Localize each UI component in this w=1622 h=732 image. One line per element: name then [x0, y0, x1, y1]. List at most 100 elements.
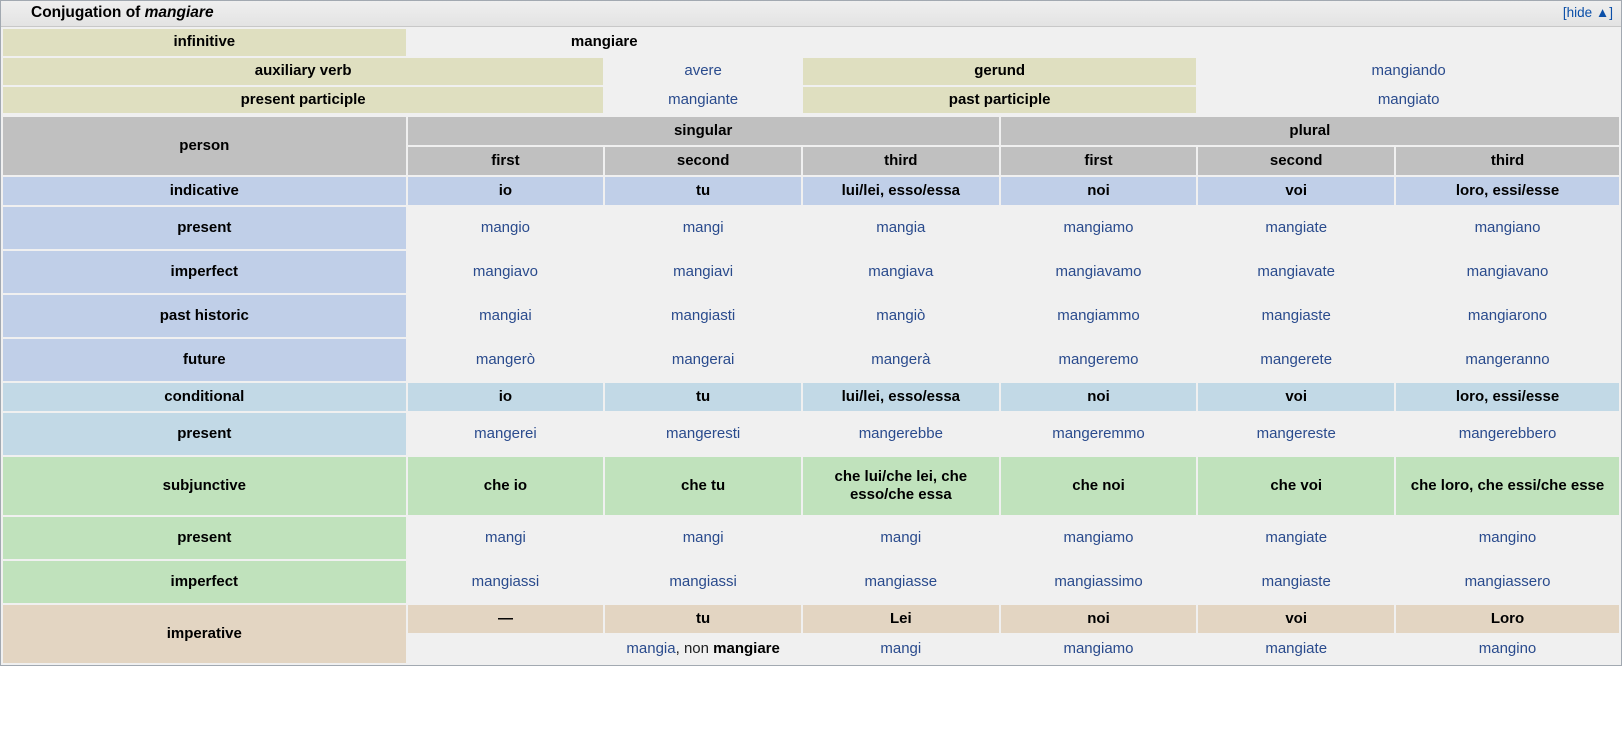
- conditional-pronoun-3: noi: [1000, 383, 1197, 412]
- form-indicative-imperfect-4[interactable]: mangiavate: [1198, 251, 1395, 294]
- person-col-third-singular: third: [802, 147, 999, 176]
- form-indicative-past-historic-0[interactable]: mangiai: [407, 295, 604, 338]
- infinitive-value: mangiare: [407, 29, 801, 56]
- form-indicative-present-3[interactable]: mangiamo: [1000, 207, 1197, 250]
- form-imperative-4[interactable]: mangiate: [1198, 635, 1395, 664]
- form-indicative-present-1[interactable]: mangi: [605, 207, 801, 250]
- past-participle-label: past participle: [802, 86, 1197, 114]
- subjunctive-pronoun-3: che noi: [1000, 457, 1197, 516]
- mood-label-conditional: conditional: [3, 383, 406, 412]
- form-conditional-present-0[interactable]: mangerei: [407, 413, 604, 456]
- form-subjunctive-imperfect-1[interactable]: mangiassi: [605, 561, 801, 604]
- form-indicative-past-historic-2[interactable]: mangiò: [802, 295, 999, 338]
- form-conditional-present-3[interactable]: mangeremmo: [1000, 413, 1197, 456]
- gerund-value[interactable]: mangiando: [1198, 57, 1619, 85]
- imperative-tu-negative: mangiare: [713, 639, 780, 657]
- form-indicative-past-historic-1[interactable]: mangiasti: [605, 295, 801, 338]
- imperative-pronoun-3: noi: [1000, 605, 1197, 634]
- indicative-pronoun-2: lui/lei, esso/essa: [802, 177, 999, 206]
- table-row-participles: present participle mangiante past partic…: [3, 86, 1619, 114]
- form-indicative-future-2[interactable]: mangerà: [802, 339, 999, 382]
- table-row-indicative-past-historic: past historic mangiai mangiasti mangiò m…: [3, 295, 1619, 338]
- conditional-pronoun-2: lui/lei, esso/essa: [802, 383, 999, 412]
- page-title-verb: mangiare: [144, 4, 214, 21]
- form-conditional-present-2[interactable]: mangerebbe: [802, 413, 999, 456]
- table-row-subjunctive-imperfect: imperfect mangiassi mangiassi mangiasse …: [3, 561, 1619, 604]
- table-row-number-header: person singular plural: [3, 117, 1619, 176]
- imperative-tu-affirmative[interactable]: mangia: [626, 639, 676, 657]
- form-indicative-past-historic-4[interactable]: mangiaste: [1198, 295, 1395, 338]
- mood-label-imperative: imperative: [3, 605, 406, 664]
- subjunctive-pronoun-0: che io: [407, 457, 604, 516]
- form-subjunctive-present-3[interactable]: mangiamo: [1000, 517, 1197, 560]
- form-indicative-imperfect-3[interactable]: mangiavamo: [1000, 251, 1197, 294]
- form-subjunctive-present-2[interactable]: mangi: [802, 517, 999, 560]
- table-row-imperative-header: imperative — tu Lei noi voi Loro: [3, 605, 1619, 664]
- indicative-pronoun-0: io: [407, 177, 604, 206]
- conditional-pronoun-4: voi: [1198, 383, 1395, 412]
- form-subjunctive-imperfect-0[interactable]: mangiassi: [407, 561, 604, 604]
- form-subjunctive-present-1[interactable]: mangi: [605, 517, 801, 560]
- person-label: person: [3, 117, 406, 176]
- form-indicative-future-0[interactable]: mangerò: [407, 339, 604, 382]
- auxiliary-verb-label: auxiliary verb: [3, 57, 604, 85]
- present-participle-value[interactable]: mangiante: [605, 86, 801, 114]
- form-indicative-future-1[interactable]: mangerai: [605, 339, 801, 382]
- nonfinite-forms-table: infinitive mangiare auxiliary verb avere…: [1, 27, 1621, 116]
- form-subjunctive-present-5[interactable]: mangino: [1396, 517, 1619, 560]
- form-indicative-imperfect-2[interactable]: mangiava: [802, 251, 999, 294]
- form-subjunctive-imperfect-2[interactable]: mangiasse: [802, 561, 999, 604]
- conjugation-grid: person singular plural first second thir…: [1, 115, 1621, 666]
- form-imperative-3[interactable]: mangiamo: [1000, 635, 1197, 664]
- tense-label-subjunctive-imperfect: imperfect: [3, 561, 406, 604]
- conjugation-title-bar: Conjugation of mangiare [hide ▲]: [1, 1, 1621, 27]
- form-indicative-imperfect-5[interactable]: mangiavano: [1396, 251, 1619, 294]
- table-row-person-header: first second third first second third: [3, 147, 1619, 176]
- hide-toggle-link[interactable]: [hide ▲]: [1562, 5, 1613, 20]
- conjugation-table-container: Conjugation of mangiare [hide ▲] infinit…: [0, 0, 1622, 667]
- form-indicative-imperfect-1[interactable]: mangiavi: [605, 251, 801, 294]
- past-participle-value[interactable]: mangiato: [1198, 86, 1619, 114]
- form-indicative-imperfect-0[interactable]: mangiavo: [407, 251, 604, 294]
- form-imperative-2[interactable]: mangi: [802, 635, 999, 664]
- form-imperative-5[interactable]: mangino: [1396, 635, 1619, 664]
- table-row-auxiliary-gerund: auxiliary verb avere gerund mangiando: [3, 57, 1619, 85]
- tense-label-indicative-present: present: [3, 207, 406, 250]
- subjunctive-pronoun-4: che voi: [1198, 457, 1395, 516]
- form-subjunctive-present-0[interactable]: mangi: [407, 517, 604, 560]
- table-row-subjunctive-present: present mangi mangi mangi mangiamo mangi…: [3, 517, 1619, 560]
- form-subjunctive-present-4[interactable]: mangiate: [1198, 517, 1395, 560]
- table-row-imperative-forms: mangia, non mangiare mangi mangiamo mang…: [3, 635, 1619, 664]
- form-imperative-1[interactable]: mangia, non mangiare: [605, 635, 801, 664]
- table-row-subjunctive-header: subjunctive che io che tu che lui/che le…: [3, 457, 1619, 516]
- imperative-pronoun-1: tu: [605, 605, 801, 634]
- conditional-pronoun-5: loro, essi/esse: [1396, 383, 1619, 412]
- subjunctive-pronoun-1: che tu: [605, 457, 801, 516]
- table-row-indicative-imperfect: imperfect mangiavo mangiavi mangiava man…: [3, 251, 1619, 294]
- form-subjunctive-imperfect-4[interactable]: mangiaste: [1198, 561, 1395, 604]
- form-indicative-present-4[interactable]: mangiate: [1198, 207, 1395, 250]
- infinitive-empty: [802, 29, 1619, 56]
- form-subjunctive-imperfect-5[interactable]: mangiassero: [1396, 561, 1619, 604]
- form-indicative-future-5[interactable]: mangeranno: [1396, 339, 1619, 382]
- present-participle-label: present participle: [3, 86, 604, 114]
- form-indicative-past-historic-5[interactable]: mangiarono: [1396, 295, 1619, 338]
- auxiliary-verb-value[interactable]: avere: [605, 57, 801, 85]
- person-col-third-plural: third: [1396, 147, 1619, 176]
- form-conditional-present-4[interactable]: mangereste: [1198, 413, 1395, 456]
- form-indicative-past-historic-3[interactable]: mangiammo: [1000, 295, 1197, 338]
- form-indicative-present-0[interactable]: mangio: [407, 207, 604, 250]
- form-subjunctive-imperfect-3[interactable]: mangiassimo: [1000, 561, 1197, 604]
- table-row-infinitive: infinitive mangiare: [3, 29, 1619, 56]
- form-indicative-future-4[interactable]: mangerete: [1198, 339, 1395, 382]
- form-conditional-present-5[interactable]: mangerebbero: [1396, 413, 1619, 456]
- table-row-indicative-header: indicative io tu lui/lei, esso/essa noi …: [3, 177, 1619, 206]
- page-title-prefix: Conjugation of: [31, 4, 145, 21]
- form-indicative-present-2[interactable]: mangia: [802, 207, 999, 250]
- form-indicative-present-5[interactable]: mangiano: [1396, 207, 1619, 250]
- tense-label-indicative-past-historic: past historic: [3, 295, 406, 338]
- form-conditional-present-1[interactable]: mangeresti: [605, 413, 801, 456]
- mood-label-subjunctive: subjunctive: [3, 457, 406, 516]
- form-indicative-future-3[interactable]: mangeremo: [1000, 339, 1197, 382]
- tense-label-indicative-future: future: [3, 339, 406, 382]
